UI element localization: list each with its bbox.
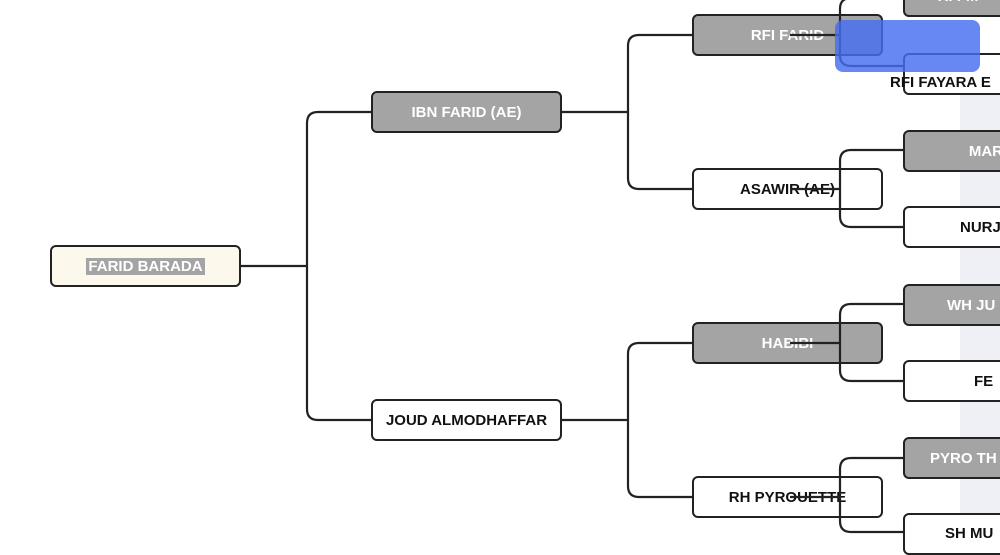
connector-gen1 bbox=[240, 110, 371, 422]
subject-horse[interactable]: FARID BARADA bbox=[50, 245, 241, 287]
gen4-box-7[interactable]: PYRO TH bbox=[903, 437, 1000, 479]
sire-box[interactable]: IBN FARID (AE) bbox=[371, 91, 562, 133]
dam-dam-box[interactable]: RH PYROUETTE bbox=[692, 476, 883, 518]
dam-box[interactable]: JOUD ALMODHAFFAR bbox=[371, 399, 562, 441]
gen4-box-4[interactable]: NURJI bbox=[903, 206, 1000, 248]
connector-dam-sire bbox=[790, 302, 903, 383]
connector-sire-dam bbox=[790, 148, 903, 229]
watermark-logo bbox=[835, 20, 980, 72]
connector-sire bbox=[561, 33, 692, 191]
gen4-box-2-label: RFI FAYARA E bbox=[890, 74, 991, 91]
gen4-box-5[interactable]: WH JU bbox=[903, 284, 1000, 326]
subject-name: FARID BARADA bbox=[86, 257, 205, 275]
gen4-box-3[interactable]: MAR bbox=[903, 130, 1000, 172]
gen4-box-6[interactable]: FE bbox=[903, 360, 1000, 402]
gen4-box-1[interactable]: RI FM bbox=[903, 0, 1000, 17]
connector-dam-dam bbox=[790, 456, 903, 534]
connector-dam bbox=[561, 341, 692, 499]
connector-lines bbox=[240, 0, 903, 534]
dam-sire-box[interactable]: HABIBI bbox=[692, 322, 883, 364]
sire-dam-box[interactable]: ASAWIR (AE) bbox=[692, 168, 883, 210]
